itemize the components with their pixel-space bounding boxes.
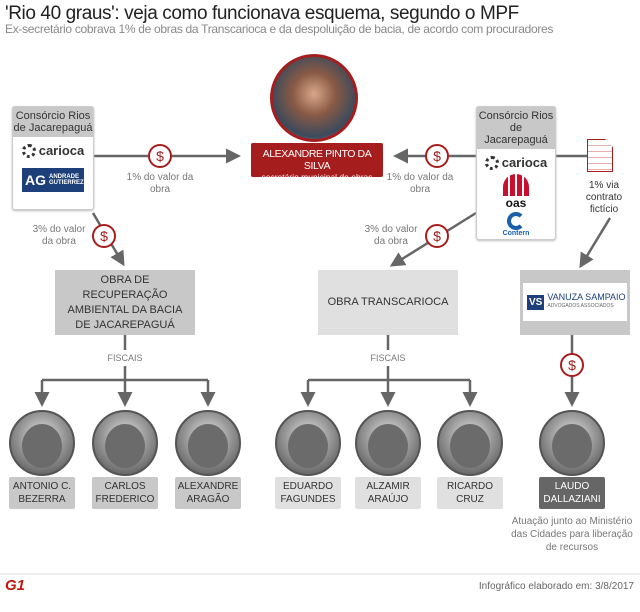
contract-document-icon (587, 139, 613, 172)
person-photo (275, 410, 341, 476)
person-photo (175, 410, 241, 476)
money-icon: $ (560, 353, 584, 377)
person-name-box: ANTONIO C. BEZERRA (9, 477, 75, 509)
money-icon: $ (425, 144, 449, 168)
obra-transcarioca: OBRA TRANSCARIOCA (318, 270, 458, 335)
person-name-line2: FAGUNDES (280, 494, 336, 505)
person-name-line1: LAUDO (554, 481, 590, 492)
person-name-line2: CRUZ (456, 494, 484, 505)
page-title: 'Rio 40 graus': veja como funcionava esq… (5, 3, 519, 24)
flow-label-right-top: 1% do valor da obra (386, 172, 454, 195)
fiscais-label-right: FISCAIS (370, 353, 406, 363)
consortium-right: Consórcio Rios de Jacarepaguá carioca oa… (476, 106, 556, 240)
footer-credit: Infográfico elaborado em: 3/8/2017 (478, 581, 634, 592)
contern-icon (507, 212, 525, 230)
laudo-note: Atuação junto ao Ministério das Cidades … (511, 516, 633, 553)
person-name-box: LAUDO DALLAZIANI (539, 477, 605, 509)
person-name-line1: ANTONIO C. (12, 481, 72, 492)
center-name: ALEXANDRE PINTO DA SILVA (262, 148, 372, 172)
person-photo (539, 410, 605, 476)
flow-label-contract: 1% via contrato fictício (585, 180, 623, 215)
g1-logo: G1 (5, 577, 26, 594)
person-name-line1: RICARDO (446, 481, 494, 492)
money-icon: $ (148, 144, 172, 168)
person-photo (9, 410, 75, 476)
person-photo (355, 410, 421, 476)
flow-label-left-down: 3% do valor da obra (32, 224, 86, 247)
arrow-to-lawfirm (579, 217, 612, 269)
oas-icon (503, 174, 529, 196)
contern-logo: Contern (502, 230, 530, 237)
person-name-box: RICARDO CRUZ (437, 477, 503, 509)
person-name-line2: BEZERRA (18, 494, 66, 505)
page-subtitle: Ex-secretário cobrava 1% de obras da Tra… (5, 22, 554, 36)
carioca-logo: carioca (13, 143, 93, 158)
obra-bacia-jacarepagua: OBRA DE RECUPERAÇÃO AMBIENTAL DA BACIA D… (55, 270, 195, 335)
fiscais-label-left: FISCAIS (107, 353, 143, 363)
person-name-line2: ARAGÃO (186, 494, 230, 505)
flow-label-left-top: 1% do valor da obra (126, 172, 194, 195)
person-name-box: ALEXANDRE ARAGÃO (175, 477, 241, 509)
alexandre-pinto-photo (270, 54, 358, 142)
person-name-line2: ARAÚJO (367, 494, 409, 505)
oas-logo: oas (505, 196, 527, 210)
person-name-box: ALZAMIR ARAÚJO (355, 477, 421, 509)
person-name-line2: DALLAZIANI (543, 494, 601, 505)
person-name-line2: FREDERICO (95, 494, 155, 505)
consortium-left: Consórcio Rios de Jacarepaguá carioca AG… (12, 106, 94, 210)
center-role: secretário municipal de obras (261, 172, 373, 182)
person-name-line1: ALEXANDRE (177, 481, 239, 492)
person-name-line1: EDUARDO (282, 481, 333, 492)
money-icon: $ (92, 224, 116, 248)
person-name-box: CARLOS FREDERICO (92, 477, 158, 509)
money-icon: $ (425, 224, 449, 248)
center-name-box: ALEXANDRE PINTO DA SILVA secretário muni… (251, 143, 383, 182)
flow-label-right-down: 3% do valor da obra (364, 224, 418, 247)
carioca-logo: carioca (477, 155, 555, 170)
person-photo (437, 410, 503, 476)
person-name-line1: CARLOS (104, 481, 146, 492)
consortium-left-title: Consórcio Rios de Jacarepaguá (13, 107, 93, 137)
person-name-line1: ALZAMIR (366, 481, 410, 492)
person-photo (92, 410, 158, 476)
consortium-right-title: Consórcio Rios de Jacarepaguá (477, 107, 555, 149)
person-name-box: EDUARDO FAGUNDES (275, 477, 341, 509)
